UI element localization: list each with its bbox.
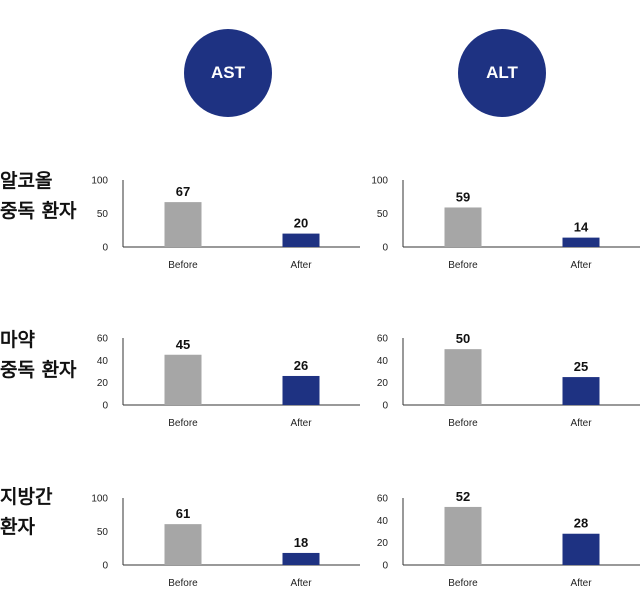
data-label-after: 28 <box>574 516 588 531</box>
bar-before <box>444 506 482 565</box>
data-label-before: 59 <box>456 189 470 204</box>
data-label-before: 52 <box>456 489 470 504</box>
category-label-before: Before <box>448 418 478 429</box>
y-tick-label: 100 <box>91 494 108 505</box>
y-tick-label: 40 <box>377 356 389 367</box>
y-tick-label: 20 <box>97 378 109 389</box>
row-label-fatty-liver: 지방간 환자 <box>0 486 53 538</box>
y-tick-label: 0 <box>102 243 108 254</box>
y-tick-label: 0 <box>382 243 388 254</box>
y-tick-label: 40 <box>97 356 109 367</box>
y-tick-label: 40 <box>377 516 389 527</box>
y-tick-label: 60 <box>377 334 389 345</box>
y-tick-label: 100 <box>91 176 108 187</box>
data-label-after: 18 <box>294 535 308 550</box>
y-tick-label: 50 <box>97 527 109 538</box>
category-label-before: Before <box>448 260 478 271</box>
bar-after <box>282 552 320 565</box>
y-tick-label: 60 <box>377 494 389 505</box>
data-label-before: 67 <box>176 184 190 199</box>
y-tick-label: 0 <box>382 561 388 572</box>
y-tick-label: 0 <box>102 561 108 572</box>
y-tick-label: 20 <box>377 378 389 389</box>
y-tick-label: 0 <box>102 401 108 412</box>
bar-after <box>282 375 320 405</box>
row-label-alcohol: 알코올 중독 환자 <box>0 170 77 222</box>
bar-after <box>282 233 320 247</box>
data-label-before: 50 <box>456 331 470 346</box>
bar-before <box>444 207 482 247</box>
category-label-before: Before <box>168 578 198 589</box>
category-label-before: Before <box>168 418 198 429</box>
bar-after <box>562 533 600 565</box>
alt-header-label: ALT <box>486 63 518 82</box>
category-label-before: Before <box>448 578 478 589</box>
bar-after <box>562 377 600 405</box>
bar-before <box>164 354 202 405</box>
y-tick-label: 50 <box>377 209 389 220</box>
category-label-after: After <box>570 578 592 589</box>
y-tick-label: 50 <box>97 209 109 220</box>
data-label-after: 26 <box>294 358 308 373</box>
bar-before <box>164 524 202 565</box>
category-label-after: After <box>290 260 312 271</box>
bar-before <box>444 349 482 405</box>
category-label-after: After <box>290 578 312 589</box>
bar-after <box>562 237 600 247</box>
ast-header-badge: AST <box>184 29 272 117</box>
category-label-after: After <box>290 418 312 429</box>
alt-header-badge: ALT <box>458 29 546 117</box>
category-label-before: Before <box>168 260 198 271</box>
ast-header-label: AST <box>211 63 245 82</box>
category-label-after: After <box>570 418 592 429</box>
category-label-after: After <box>570 260 592 271</box>
data-label-after: 20 <box>294 216 308 231</box>
bar-before <box>164 202 202 247</box>
data-label-after: 14 <box>574 220 589 235</box>
row-label-drug: 마약 중독 환자 <box>0 329 77 381</box>
y-tick-label: 60 <box>97 334 109 345</box>
y-tick-label: 100 <box>371 176 388 187</box>
y-tick-label: 20 <box>377 538 389 549</box>
y-tick-label: 0 <box>382 401 388 412</box>
data-label-before: 45 <box>176 337 190 352</box>
data-label-after: 25 <box>574 359 588 374</box>
data-label-before: 61 <box>176 506 190 521</box>
